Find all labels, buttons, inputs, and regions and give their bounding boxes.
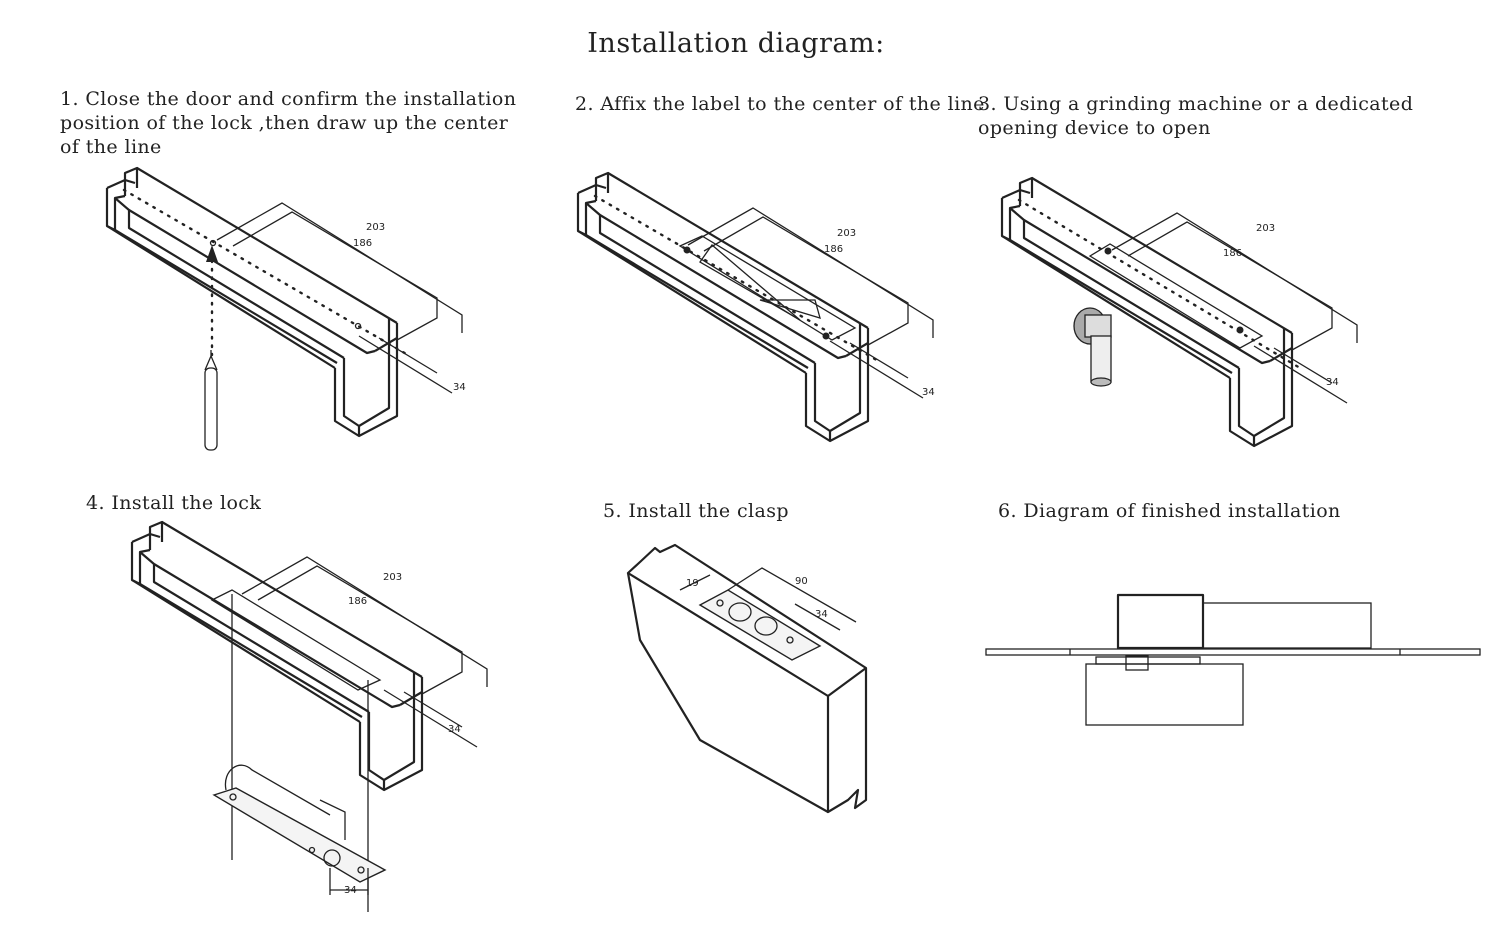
center-line-dots bbox=[122, 188, 410, 357]
door-body bbox=[1085, 663, 1244, 726]
dim-19: 19 bbox=[686, 578, 699, 589]
electric-bolt-lock bbox=[212, 764, 387, 883]
dim-34: 34 bbox=[453, 382, 466, 393]
arrow-up-icon bbox=[206, 245, 218, 262]
center-line-dots bbox=[1017, 198, 1302, 370]
step-5-figure: 19 90 34 bbox=[626, 543, 868, 814]
dim-34: 34 bbox=[815, 609, 828, 620]
step-3-figure: 203 186 34 bbox=[1000, 176, 1359, 448]
lock-slot bbox=[210, 589, 382, 691]
dim-34: 34 bbox=[448, 724, 461, 735]
step-6-caption: 6. Diagram of finished installation bbox=[998, 500, 1341, 522]
step-4-figure: 203 186 34 34 bbox=[130, 520, 489, 912]
diagram-title: Installation diagram: bbox=[587, 28, 885, 59]
grinding-tool-icon bbox=[1073, 307, 1112, 387]
dim-186: 186 bbox=[824, 244, 843, 255]
dim-203: 203 bbox=[366, 222, 385, 233]
step-4-caption: 4. Install the lock bbox=[86, 492, 262, 514]
cut-opening bbox=[1088, 243, 1264, 349]
door-line bbox=[985, 648, 1481, 656]
strike-plate bbox=[698, 589, 822, 661]
door-frame-top bbox=[1202, 602, 1372, 649]
step-2-figure: 203 186 34 bbox=[576, 171, 935, 443]
dim-34: 34 bbox=[922, 387, 935, 398]
step-1-caption: 1. Close the door and confirm the instal… bbox=[60, 88, 517, 158]
dim-186: 186 bbox=[1223, 248, 1242, 259]
step-1-figure: 203 186 34 bbox=[105, 166, 466, 451]
step-5-caption: 5. Install the clasp bbox=[603, 500, 789, 522]
dim-186: 186 bbox=[348, 596, 367, 607]
template-label bbox=[678, 235, 857, 341]
step-3-caption: 3. Using a grinding machine or a dedicat… bbox=[978, 93, 1414, 139]
dim-203: 203 bbox=[383, 572, 402, 583]
dim-203: 203 bbox=[837, 228, 856, 239]
bolt bbox=[1125, 655, 1149, 671]
pencil-icon bbox=[204, 350, 218, 451]
dim-203: 203 bbox=[1256, 223, 1275, 234]
lock-body bbox=[1116, 593, 1205, 650]
dim-34-lock: 34 bbox=[344, 885, 357, 896]
dim-186: 186 bbox=[353, 238, 372, 249]
step-2-caption: 2. Affix the label to the center of the … bbox=[575, 93, 985, 115]
step-6-figure bbox=[985, 593, 1481, 726]
dim-90: 90 bbox=[795, 576, 808, 587]
dim-34: 34 bbox=[1326, 377, 1339, 388]
